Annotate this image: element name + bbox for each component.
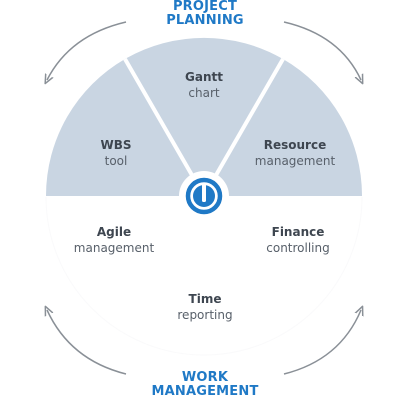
segment-gantt[interactable]: [125, 37, 283, 197]
segment-subtitle: controlling: [266, 241, 330, 255]
cycle-arrow-bottom-right: [283, 310, 361, 375]
segment-subtitle: reporting: [177, 308, 233, 322]
segment-resource[interactable]: [204, 59, 363, 196]
segment-title: Agile: [96, 225, 132, 239]
work-management-half: [45, 196, 363, 356]
segment-subtitle: tool: [104, 154, 128, 168]
segment-title: Finance: [271, 225, 325, 239]
power-logo-icon[interactable]: [179, 171, 229, 221]
gantt-chart-label: Gantt chart: [139, 69, 269, 101]
segment-title: Gantt: [185, 70, 223, 84]
project-planning-line1: PROJECT: [172, 0, 238, 14]
segment-wbs[interactable]: [45, 59, 205, 196]
segment-title: Resource: [263, 138, 327, 152]
cycle-arrow-bottom-left: [47, 310, 127, 375]
agile-management-label: Agile management: [49, 224, 179, 256]
wbs-tool-label: WBS tool: [51, 137, 181, 169]
work-management-line1: WORK: [181, 370, 229, 385]
cycle-arrow-top-right: [283, 21, 361, 80]
segment-title: Time: [188, 292, 222, 306]
segment-divider: [202, 58, 285, 197]
segment-subtitle: chart: [188, 86, 220, 100]
project-planning-half: [45, 37, 363, 197]
work-management-title: WORK MANAGEMENT: [125, 371, 285, 399]
segment-divider: [123, 58, 206, 197]
segment-subtitle: management: [254, 154, 336, 168]
time-reporting-label: Time reporting: [140, 291, 270, 323]
cycle-arrow-top-left: [47, 21, 127, 80]
work-management-line2: MANAGEMENT: [151, 384, 259, 399]
resource-management-label: Resource management: [230, 137, 360, 169]
project-planning-line2: PLANNING: [166, 13, 244, 28]
finance-controlling-label: Finance controlling: [233, 224, 363, 256]
segment-title: WBS: [100, 138, 132, 152]
project-planning-title: PROJECT PLANNING: [125, 0, 285, 28]
segment-subtitle: management: [73, 241, 155, 255]
